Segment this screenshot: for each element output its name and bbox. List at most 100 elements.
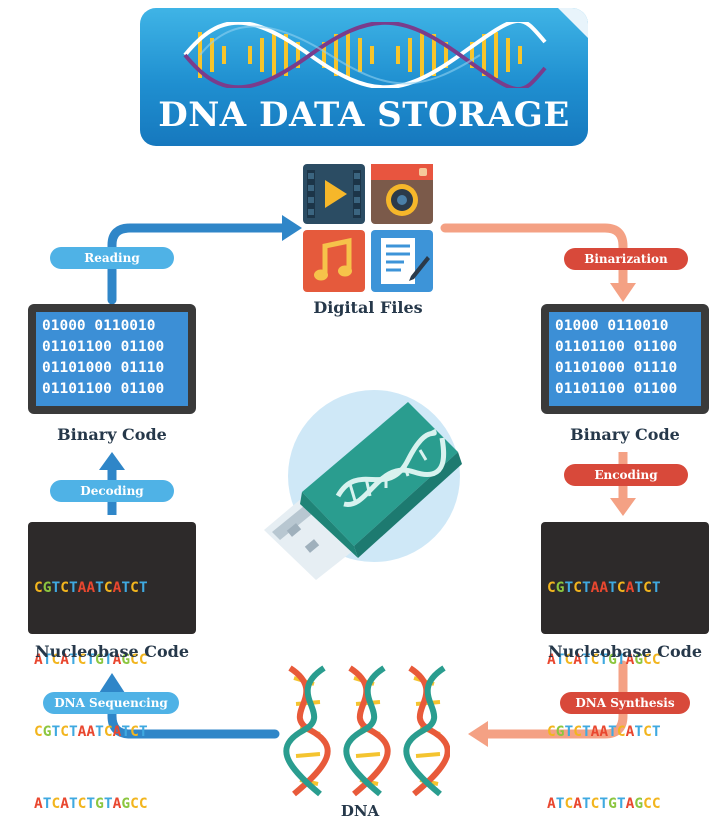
nucleobase-letter: C bbox=[547, 580, 556, 596]
nucleobase-letter: G bbox=[634, 796, 644, 812]
nucleobase-letter: T bbox=[608, 724, 617, 740]
nucleobase-letter: C bbox=[138, 796, 148, 812]
nucleobase-letter: A bbox=[547, 796, 556, 812]
reading-arrow bbox=[107, 223, 290, 305]
step-encoding: Encoding bbox=[564, 464, 688, 486]
nucleobase-letter: T bbox=[68, 724, 78, 740]
nucleobase-letter: C bbox=[130, 796, 139, 812]
camera-icon bbox=[371, 164, 433, 224]
nucleobase-letter: C bbox=[651, 652, 661, 668]
nucleobase-letter: T bbox=[599, 652, 609, 668]
nucleobase-letter: C bbox=[103, 724, 113, 740]
dna-strand bbox=[283, 665, 331, 797]
step-dna-sequencing: DNA Sequencing bbox=[43, 692, 179, 714]
nucleobase-letter: G bbox=[608, 796, 617, 812]
nucleobase-letter: C bbox=[51, 796, 61, 812]
nucleobase-letter: A bbox=[112, 580, 122, 596]
nucleobase-letter: A bbox=[547, 652, 556, 668]
nucleobase-letter: T bbox=[68, 580, 78, 596]
nucleobase-letter: G bbox=[555, 580, 565, 596]
nucleobase-letter: T bbox=[103, 652, 113, 668]
nucleobase-letter: C bbox=[564, 652, 574, 668]
binary-line: 01101000 01110 bbox=[555, 360, 678, 376]
step-dna-synthesis: DNA Synthesis bbox=[560, 692, 690, 714]
nucleobase-letter: A bbox=[60, 796, 69, 812]
nucleobase-letter: T bbox=[581, 724, 591, 740]
binarization-arrowhead bbox=[610, 283, 636, 302]
nucleobase-letter: T bbox=[564, 580, 574, 596]
nucleobase-letter: T bbox=[68, 652, 78, 668]
nucleobase-letter: A bbox=[625, 580, 635, 596]
nucleobase-line: CGTCTAATCATCT bbox=[34, 576, 190, 600]
nucleobase-letter: C bbox=[103, 580, 113, 596]
dna-label: DNA bbox=[340, 802, 380, 820]
nucleobase-letter: C bbox=[643, 796, 652, 812]
nucleobase-letter: A bbox=[112, 796, 122, 812]
nucleobase-letter: G bbox=[121, 652, 131, 668]
binary-line: 01101100 01100 bbox=[42, 381, 165, 397]
binarization-arrow bbox=[440, 223, 628, 290]
nucleobase-letter: T bbox=[95, 724, 104, 740]
binary-code-right-monitor: 01000 0110010 01101100 01100 01101000 0111… bbox=[541, 304, 709, 414]
video-icon bbox=[303, 164, 365, 224]
nucleobase-line: ATCATCTGTAGCC bbox=[547, 648, 703, 672]
nucleobase-letter: G bbox=[95, 796, 104, 812]
sequencing-arrowhead bbox=[99, 673, 125, 693]
nucleobase-letter: A bbox=[599, 724, 609, 740]
nucleobase-code-left-panel: CGTCTAATCATCT ATCATCTGTAGCC CGTCTAATCATC… bbox=[28, 522, 196, 812]
music-icon bbox=[303, 230, 365, 292]
nucleobase-letter: T bbox=[121, 580, 131, 596]
nucleobase-letter: A bbox=[590, 724, 600, 740]
nucleobase-code-right-panel: CGTCTAATCATCT ATCATCTGTAGCC CGTCTAATCATC… bbox=[541, 522, 709, 812]
nucleobase-letter: A bbox=[77, 724, 87, 740]
binary-line: 01000 0110010 bbox=[555, 318, 669, 334]
binary-code-right-label: Binary Code bbox=[570, 425, 680, 444]
nucleobase-letter: C bbox=[60, 580, 69, 596]
synthesis-arrowhead bbox=[468, 721, 488, 747]
nucleobase-letter: T bbox=[651, 724, 661, 740]
nucleobase-letter: A bbox=[77, 580, 87, 596]
nucleobase-letter: C bbox=[590, 796, 600, 812]
binary-line: 01101100 01100 bbox=[42, 339, 165, 355]
nucleobase-letter: C bbox=[616, 580, 626, 596]
nucleobase-letter: T bbox=[651, 580, 661, 596]
page-title: DNA DATA STORAGE bbox=[158, 95, 570, 135]
nucleobase-letter: T bbox=[608, 580, 617, 596]
nucleobase-letter: T bbox=[121, 724, 131, 740]
nucleobase-letter: T bbox=[555, 652, 565, 668]
nucleobase-letter: A bbox=[599, 580, 609, 596]
binary-line: 01101100 01100 bbox=[555, 339, 678, 355]
nucleobase-line: CGTCTAATCATCT bbox=[547, 720, 703, 744]
nucleobase-letter: A bbox=[60, 652, 69, 668]
nucleobase-line: ATCATCTGTAGCC bbox=[547, 792, 703, 816]
nucleobase-letter: A bbox=[112, 724, 122, 740]
nucleobase-line: ATCATCTGTAGCC bbox=[34, 792, 190, 816]
nucleobase-letter: T bbox=[634, 724, 644, 740]
nucleobase-letter: A bbox=[590, 580, 600, 596]
nucleobase-line: CGTCTAATCATCT bbox=[34, 720, 190, 744]
nucleobase-letter: G bbox=[42, 724, 52, 740]
nucleobase-letter: T bbox=[95, 580, 104, 596]
encoding-arrowhead bbox=[610, 498, 636, 516]
dna-helix-banner-icon bbox=[183, 22, 547, 88]
nucleobase-letter: T bbox=[581, 580, 591, 596]
binary-line: 01101100 01100 bbox=[555, 381, 678, 397]
nucleobase-letter: T bbox=[616, 652, 626, 668]
nucleobase-letter: C bbox=[590, 652, 600, 668]
nucleobase-letter: C bbox=[77, 652, 87, 668]
nucleobase-letter: C bbox=[573, 580, 582, 596]
step-decoding: Decoding bbox=[50, 480, 174, 502]
step-binarization: Binarization bbox=[564, 248, 688, 270]
nucleobase-letter: T bbox=[68, 796, 78, 812]
nucleobase-letter: C bbox=[60, 724, 69, 740]
nucleobase-letter: C bbox=[34, 724, 43, 740]
nucleobase-letter: A bbox=[625, 652, 635, 668]
binary-line: 01101000 01110 bbox=[42, 360, 165, 376]
nucleobase-letter: G bbox=[121, 796, 131, 812]
digital-files-icons bbox=[303, 164, 433, 292]
nucleobase-letter: T bbox=[138, 580, 148, 596]
nucleobase-letter: C bbox=[643, 652, 652, 668]
